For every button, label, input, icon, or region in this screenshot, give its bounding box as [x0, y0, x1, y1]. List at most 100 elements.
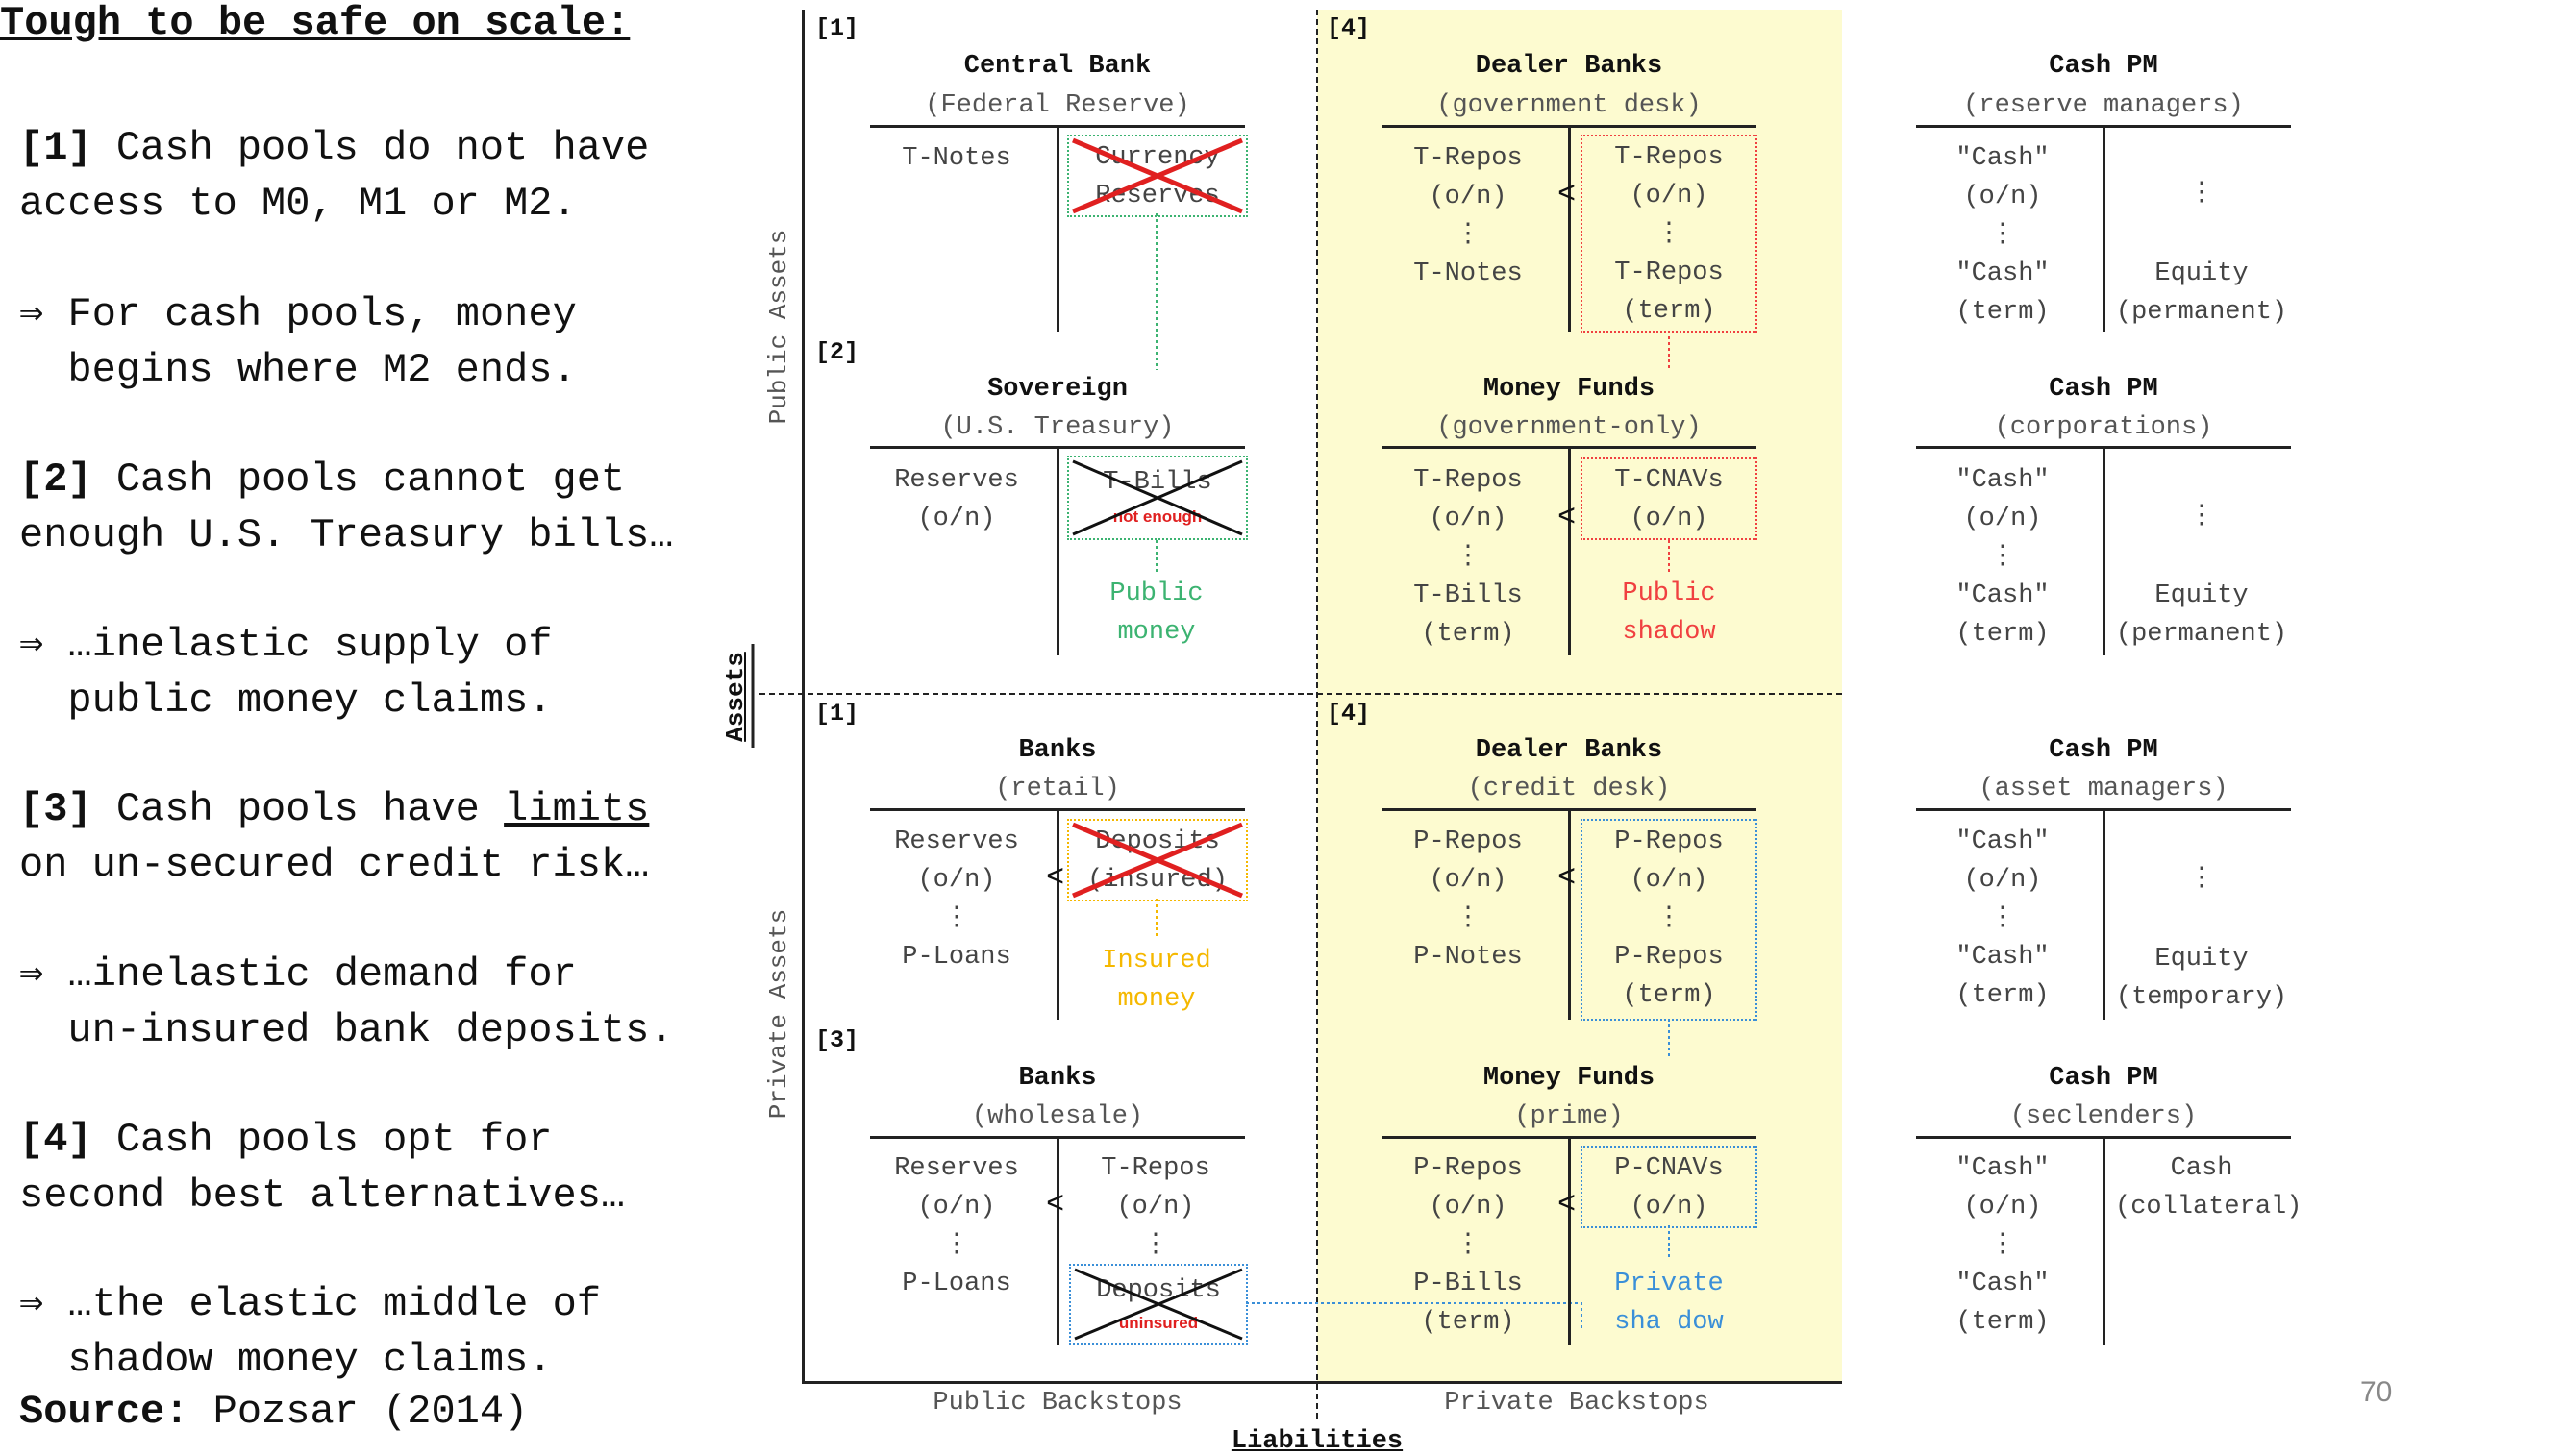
cash-sec-title: Cash PM: [2049, 1064, 2158, 1093]
point-2-line1: Cash pools cannot get: [91, 457, 626, 503]
t-repos-liabilities-box: T-Repos (o/n) ⋮ T-Repos (term): [1581, 135, 1757, 333]
mmf-gov-subtitle: (government-only): [1436, 413, 1702, 442]
p-cnavs-text: P-CNAVs (o/n): [1614, 1154, 1724, 1222]
public-backstops-label: Public Backstops: [933, 1389, 1182, 1418]
less-than-sign: <: [1557, 860, 1577, 896]
cash-reserve-t-stem: [2103, 125, 2105, 332]
implication-2-line1: ⇒ …inelastic supply of: [19, 622, 553, 668]
implication-4-line2: shadow money claims.: [19, 1337, 553, 1383]
p-repos-liabilities-box: P-Repos (o/n) ⋮ P-Repos (term): [1581, 819, 1757, 1021]
implication-3: ⇒ …inelastic demand for un-insured bank …: [19, 947, 674, 1058]
cash-sec-collateral: Cash (collateral): [2115, 1154, 2303, 1222]
cash-corp-subtitle: (corporations): [1994, 413, 2213, 442]
cash-asset-dots: ⋮: [2188, 865, 2215, 894]
quadrant-tag-3: [3]: [815, 1026, 859, 1054]
cash-asset-title: Cash PM: [2049, 736, 2158, 765]
implication-1-line2: begins where M2 ends.: [19, 347, 577, 393]
implication-4: ⇒ …the elastic middle of shadow money cl…: [19, 1276, 601, 1388]
cash-reserve-subtitle: (reserve managers): [1963, 91, 2244, 120]
cash-asset-t-stem: [2103, 808, 2105, 1020]
cash-sec-t-stem: [2103, 1136, 2105, 1345]
less-than-sign: <: [1046, 860, 1065, 896]
less-than-sign: <: [1046, 1187, 1065, 1222]
uninsured-stamp: uninsured: [1118, 1314, 1199, 1332]
cross-out-icon: [1072, 822, 1243, 899]
dealer-credit-t-stem: [1568, 808, 1571, 1020]
implication-1: ⇒ For cash pools, money begins where M2 …: [19, 286, 577, 398]
banks-wholesale-assets: Reserves (o/n) ⋮ P-Loans: [894, 1154, 1019, 1298]
quadrant-tag-1: [1]: [815, 14, 859, 42]
point-3-line1: Cash pools have: [91, 786, 505, 832]
currency-reserves-box: Currency Reserves: [1067, 135, 1248, 217]
less-than-sign: <: [1557, 177, 1577, 212]
cash-corp-assets: "Cash" (o/n) ⋮ "Cash" (term): [1955, 466, 2050, 649]
point-1-tag: [1]: [19, 125, 92, 171]
slide-heading: Tough to be safe on scale:: [0, 0, 631, 46]
dealer-gov-assets: T-Repos (o/n) ⋮ T-Notes: [1413, 144, 1523, 288]
quadrant-tag-1-bottom: [1]: [815, 700, 859, 728]
frame-bottom-border: [802, 1381, 1842, 1384]
mmf-prime-assets: P-Repos (o/n) ⋮ P-Bills (term): [1413, 1154, 1523, 1337]
banks-retail-assets: Reserves (o/n) ⋮ P-Loans: [894, 827, 1019, 972]
point-3-underlined: limits: [504, 786, 650, 832]
less-than-sign: <: [1557, 1187, 1577, 1222]
cash-corp-title: Cash PM: [2049, 375, 2158, 404]
page-number: 70: [2360, 1376, 2393, 1408]
dealer-credit-title: Dealer Banks: [1475, 736, 1663, 765]
uninsured-deposits-text: Deposits: [1096, 1276, 1221, 1305]
cross-out-icon: [1072, 459, 1243, 536]
public-money-label: Public money: [1109, 580, 1204, 647]
uninsured-deposits-box: Deposits uninsured: [1069, 1264, 1248, 1345]
cash-corp-t-stem: [2103, 446, 2105, 655]
t-bills-box: T-Bills not enough: [1067, 456, 1248, 540]
point-4-line2: second best alternatives…: [19, 1172, 626, 1219]
cash-reserve-dots: ⋮: [2188, 180, 2215, 209]
implication-2-line2: public money claims.: [19, 678, 553, 724]
banks-retail-subtitle: (retail): [995, 775, 1120, 803]
insured-money-label: Insured money: [1102, 947, 1211, 1014]
cash-sec-subtitle: (seclenders): [2009, 1102, 2198, 1131]
cash-reserve-equity: Equity (permanent): [2115, 259, 2288, 327]
central-bank-subtitle: (Federal Reserve): [925, 91, 1190, 120]
frame-left-border: [802, 10, 805, 1384]
quadrant-tag-2: [2]: [815, 338, 859, 366]
point-1-line2: access to M0, M1 or M2.: [19, 181, 577, 227]
banks-wholesale-t-stem: [1057, 1136, 1059, 1345]
point-3: [3] Cash pools have limits on un-secured …: [19, 781, 649, 893]
cross-out-icon: [1074, 1268, 1243, 1341]
implication-3-line2: un-insured bank deposits.: [19, 1007, 674, 1053]
implication-4-line1: ⇒ …the elastic middle of: [19, 1281, 601, 1327]
banks-wholesale-t-repos: T-Repos (o/n) ⋮: [1101, 1154, 1210, 1260]
mmf-gov-assets: T-Repos (o/n) ⋮ T-Bills (term): [1413, 466, 1523, 649]
sovereign-subtitle: (U.S. Treasury): [940, 413, 1175, 442]
dealer-gov-title: Dealer Banks: [1475, 52, 1663, 81]
cash-asset-subtitle: (asset managers): [1979, 775, 2228, 803]
point-2-line2: enough U.S. Treasury bills…: [19, 512, 674, 558]
implication-3-line1: ⇒ …inelastic demand for: [19, 951, 577, 998]
insured-deposits-box: Deposits (insured): [1067, 819, 1248, 901]
dealer-gov-t-stem: [1568, 125, 1571, 332]
dealer-gov-subtitle: (government desk): [1436, 91, 1702, 120]
point-3-line2: on un-secured credit risk…: [19, 842, 650, 888]
private-backstops-label: Private Backstops: [1444, 1389, 1709, 1418]
banks-wholesale-subtitle: (wholesale): [971, 1102, 1144, 1131]
implication-2: ⇒ …inelastic supply of public money clai…: [19, 617, 553, 728]
mmf-prime-t-stem: [1568, 1136, 1571, 1345]
quadrant-tag-4-top: [4]: [1327, 14, 1371, 42]
mmf-gov-t-stem: [1568, 446, 1571, 655]
connector-blue-deposits: [1246, 1302, 1582, 1331]
source-value: Pozsar (2014): [188, 1389, 529, 1435]
banks-retail-t-stem: [1057, 808, 1059, 1020]
dealer-credit-assets: P-Repos (o/n) ⋮ P-Notes: [1413, 827, 1523, 972]
source-citation: Source: Pozsar (2014): [19, 1389, 528, 1435]
cash-corp-equity: Equity (permanent): [2115, 581, 2288, 649]
sovereign-assets: Reserves (o/n): [894, 466, 1019, 533]
point-3-tag: [3]: [19, 786, 92, 832]
mmf-prime-subtitle: (prime): [1514, 1102, 1624, 1131]
t-cnavs-text: T-CNAVs (o/n): [1614, 466, 1724, 533]
cross-out-icon: [1072, 137, 1243, 214]
central-bank-assets: T-Notes: [902, 144, 1011, 173]
sovereign-title: Sovereign: [987, 375, 1128, 404]
